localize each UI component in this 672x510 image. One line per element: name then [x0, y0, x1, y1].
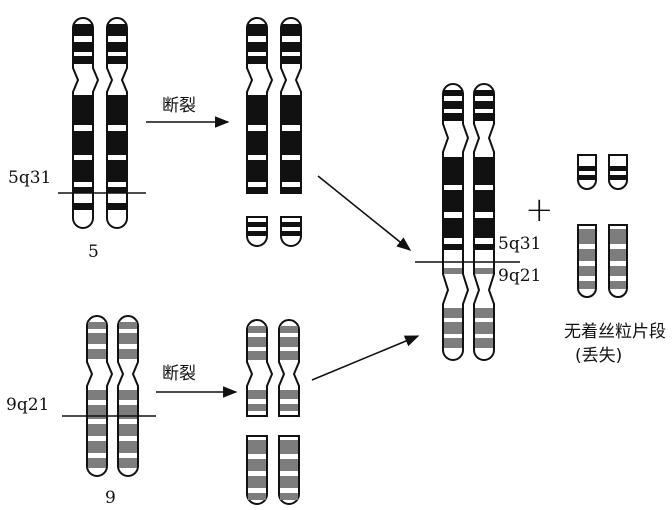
fusion-locus-5-label: 5q31: [498, 234, 542, 254]
acentric-fragment-chr5: [577, 154, 628, 190]
fusion-right-chromatid: [473, 83, 495, 361]
fusion-chromosome: [415, 83, 520, 361]
lost-label: (丢失): [575, 346, 623, 366]
acentric-fragments: [577, 154, 628, 298]
chr9-locus-label: 9q21: [6, 395, 50, 415]
chr5-name-label: 5: [88, 242, 99, 262]
fusion-left-chromatid: [442, 83, 470, 361]
break-label-top: 断裂: [162, 96, 196, 116]
chr5-broken-upper: [246, 17, 302, 194]
chr9-right-chromatid: [117, 315, 139, 477]
arrows: [146, 116, 420, 398]
chr9-broken-upper: [246, 319, 300, 417]
chr5-right-chromatid: [106, 17, 128, 229]
chr9-broken-lower-fragment: [246, 435, 300, 505]
plus-sign: +: [525, 190, 554, 230]
chromosome-5: [58, 17, 146, 229]
chromosome-9-broken: [246, 319, 300, 505]
chr5-broken-lower-fragment: [246, 216, 302, 247]
arrow-chr9-to-fusion: [311, 335, 420, 381]
acentric-fragment-chr9: [577, 224, 628, 298]
break-label-bottom: 断裂: [162, 364, 196, 384]
arrow-chr5-to-fusion: [317, 175, 412, 251]
chromosome-5-broken: [246, 17, 302, 247]
chr5-locus-label: 5q31: [8, 168, 52, 188]
chromosome-9: [62, 315, 156, 477]
chr5-left-chromatid: [72, 17, 100, 229]
acentric-fragment-label: 无着丝粒片段: [564, 322, 666, 342]
chr9-name-label: 9: [105, 488, 116, 508]
chr9-left-chromatid: [86, 315, 114, 477]
fusion-locus-9-label: 9q21: [498, 266, 542, 286]
